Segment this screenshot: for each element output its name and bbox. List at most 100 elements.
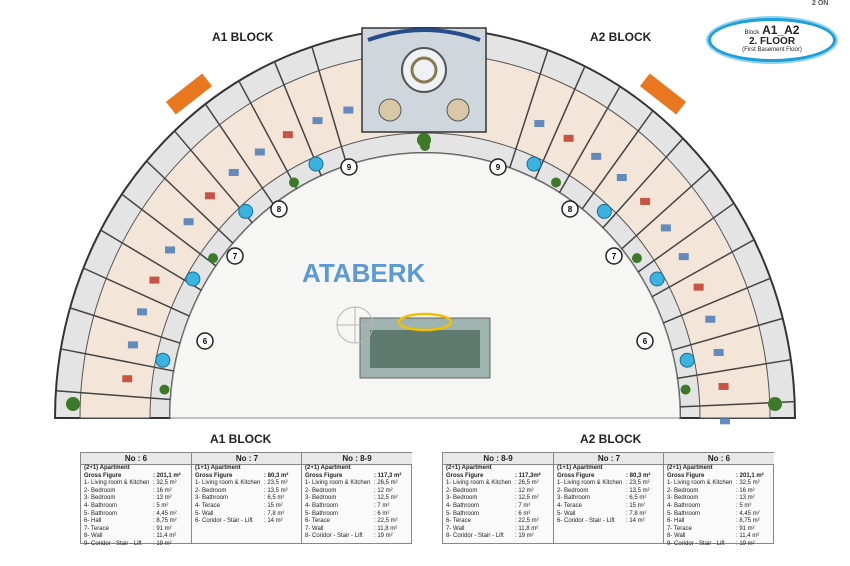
row-label: 5- Bathroom bbox=[84, 510, 118, 517]
tree bbox=[66, 397, 80, 411]
table-row: 8- Wall: 11,4 m² bbox=[664, 533, 774, 541]
bed bbox=[137, 308, 148, 316]
row-label: 5- Wall bbox=[195, 510, 214, 517]
room-divider bbox=[602, 137, 684, 229]
apartment-band bbox=[79, 52, 771, 419]
row-label: (2+1) Apartment bbox=[667, 465, 713, 471]
table-row: 1- Living room & Kitchen: 32,5 m² bbox=[81, 480, 191, 488]
unit-marker-circle bbox=[489, 158, 507, 176]
row-value: : 22,5 m² bbox=[374, 518, 398, 525]
table-row: 1- Living room & Kitchen: 23,5 m² bbox=[192, 480, 302, 488]
table-row: 2- Bedroom: 13,5 m² bbox=[554, 488, 664, 496]
row-value: : 19 m² bbox=[153, 540, 172, 547]
row-label: Gross Figure bbox=[305, 472, 343, 479]
row-label: 3- Bathroom bbox=[557, 495, 591, 502]
row-label: 4- Terace bbox=[557, 502, 582, 509]
row-value: : 19 m² bbox=[515, 533, 534, 540]
pool bbox=[679, 352, 695, 368]
unit-marker: 6 bbox=[196, 332, 214, 350]
row-label: 2- Bedroom bbox=[557, 487, 589, 494]
bed bbox=[165, 246, 176, 254]
pool bbox=[238, 203, 254, 219]
unit-marker-circle bbox=[270, 200, 288, 218]
row-value: : 7 m² bbox=[374, 502, 390, 509]
badge-note: (First Basement Floor) bbox=[742, 47, 802, 53]
column-header: No : 8-9 bbox=[302, 453, 412, 465]
bed bbox=[312, 117, 323, 125]
table-row: 2- Bedroom: 16 m² bbox=[81, 488, 191, 496]
row-value: : 7,8 m² bbox=[626, 510, 647, 517]
row-label: 1- Living room & Kitchen bbox=[195, 480, 261, 487]
row-label: 6- Hall bbox=[667, 518, 685, 525]
table-row: 2- Bedroom: 12 m² bbox=[302, 488, 412, 496]
room-divider bbox=[677, 358, 791, 380]
row-label: 2- Bedroom bbox=[195, 487, 227, 494]
room-divider bbox=[60, 348, 175, 372]
row-label: 8- Wall bbox=[667, 533, 686, 540]
room-divider bbox=[146, 160, 234, 244]
table-row: (1+1) Apartment bbox=[192, 465, 302, 473]
tree bbox=[208, 253, 219, 264]
pool bbox=[596, 203, 612, 219]
stair-left bbox=[165, 73, 213, 115]
row-label: 6- Hall bbox=[84, 518, 102, 525]
table-row: 1- Living room & Kitchen: 26,5 m² bbox=[302, 480, 412, 488]
row-value: : 8,75 m² bbox=[736, 518, 760, 525]
row-value: : 16 m² bbox=[153, 487, 172, 494]
room-divider bbox=[121, 193, 217, 267]
table-row: 5- Wall : 7,8 m² bbox=[554, 511, 664, 519]
room-divider bbox=[238, 80, 298, 190]
mosaic-rosette bbox=[401, 47, 447, 93]
row-value: : 32,5 m² bbox=[736, 480, 760, 487]
room-divider bbox=[311, 46, 348, 166]
bed bbox=[719, 417, 730, 425]
tree bbox=[289, 177, 299, 188]
bed bbox=[534, 119, 545, 127]
rooms bbox=[122, 106, 730, 425]
unit-marker-label: 8 bbox=[568, 205, 573, 214]
room-divider bbox=[100, 229, 202, 291]
row-value: : 80,3 m² bbox=[626, 472, 651, 479]
pool bbox=[155, 352, 171, 368]
row-value: : 19 m² bbox=[736, 540, 755, 547]
room-divider bbox=[581, 110, 654, 210]
table-row: 7- Terace: 91 m² bbox=[81, 526, 191, 534]
bed bbox=[640, 197, 651, 205]
table-row: Gross Figure: 117,3m² bbox=[443, 473, 553, 481]
row-value: : 16 m² bbox=[736, 487, 755, 494]
row-label: 3- Bedroom bbox=[305, 495, 337, 502]
row-label: (1+1) Apartment bbox=[557, 465, 603, 471]
row-value: : 4,45 m² bbox=[736, 510, 760, 517]
room-divider bbox=[558, 86, 621, 194]
bed bbox=[343, 106, 354, 114]
bed bbox=[282, 131, 293, 139]
row-value: : 12,5 m² bbox=[374, 495, 398, 502]
row-label: (2+1) Apartment bbox=[305, 465, 351, 471]
unit-marker: 9 bbox=[489, 158, 507, 176]
row-value: : 11,4 m² bbox=[153, 533, 177, 540]
row-label: 5- Wall bbox=[557, 510, 576, 517]
table-row: (2+1) Apartment bbox=[664, 465, 774, 473]
row-label: 7- Terace bbox=[84, 525, 109, 532]
unit-marker: 9 bbox=[340, 158, 358, 176]
row-label: 9- Coridor - Stair - Lift bbox=[667, 540, 725, 547]
row-label: Gross Figure bbox=[667, 472, 705, 479]
bed bbox=[678, 253, 689, 261]
table-row: 4- Terace: 15 m² bbox=[554, 503, 664, 511]
row-value: : 201,1 m² bbox=[153, 472, 181, 479]
row-label: 4- Bathroom bbox=[84, 502, 118, 509]
room-divider bbox=[534, 65, 586, 180]
row-label: 3- Bedroom bbox=[446, 495, 478, 502]
table-row: 5- Bathroom: 4,45 m² bbox=[81, 511, 191, 519]
row-label: 1- Living room & Kitchen bbox=[84, 480, 150, 487]
column-header: No : 8-9 bbox=[443, 453, 553, 465]
row-label: 2- Bedroom bbox=[667, 487, 699, 494]
row-value: : 14 m² bbox=[626, 518, 645, 525]
table-row: (1+1) Apartment bbox=[554, 465, 664, 473]
badge-prefix: Block bbox=[744, 30, 760, 36]
row-value: : 26,5 m² bbox=[374, 480, 398, 487]
unit-marker: 7 bbox=[226, 247, 244, 265]
